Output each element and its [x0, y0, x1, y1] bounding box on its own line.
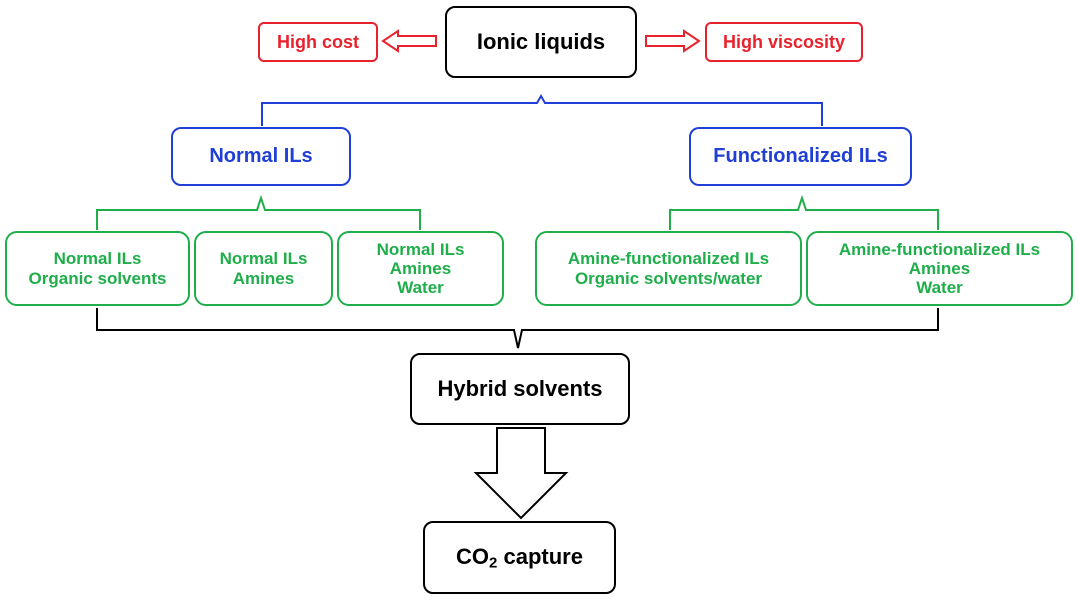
co2-capture-box: CO2 capture	[423, 521, 616, 594]
functionalized-ils-label: Functionalized ILs	[713, 145, 888, 168]
co2-capture-label: CO2 capture	[456, 544, 583, 572]
brace-ionic-to-categories	[261, 93, 823, 126]
mixture-line: Amine-functionalized ILs	[838, 239, 1041, 259]
mixture-line: Organic solvents	[28, 268, 167, 288]
mixture-line: Water	[916, 278, 963, 298]
mixture-line: Amine-functionalized ILs	[567, 249, 770, 269]
mixture-line: Water	[397, 278, 444, 298]
mixture-normal-ils-amines-water: Normal ILs Amines Water	[337, 231, 504, 306]
co2-suffix: capture	[497, 544, 583, 570]
ionic-liquids-label: Ionic liquids	[476, 28, 606, 54]
mixture-normal-ils-organic-solvents: Normal ILs Organic solvents	[5, 231, 190, 306]
brace-mixtures-to-hybrid	[96, 308, 939, 349]
hybrid-solvents-label: Hybrid solvents	[437, 375, 603, 401]
brace-normal-to-mixtures	[96, 194, 421, 230]
mixture-amine-functionalized-organic-water: Amine-functionalized ILs Organic solvent…	[535, 231, 802, 306]
arrow-to-high-viscosity	[645, 29, 701, 53]
brace-functionalized-to-mixtures	[669, 194, 939, 230]
high-viscosity-box: High viscosity	[705, 22, 863, 62]
hybrid-solvents-box: Hybrid solvents	[410, 353, 630, 425]
mixture-line: Normal ILs	[53, 249, 142, 269]
mixture-normal-ils-amines: Normal ILs Amines	[194, 231, 333, 306]
co2-subscript: 2	[489, 554, 498, 572]
high-viscosity-label: High viscosity	[722, 31, 846, 52]
mixture-line: Amines	[232, 268, 295, 288]
mixture-line: Organic solvents/water	[574, 268, 763, 288]
ionic-liquids-box: Ionic liquids	[445, 6, 637, 78]
normal-ils-label: Normal ILs	[209, 145, 313, 168]
mixture-line: Normal ILs	[219, 249, 308, 269]
arrow-to-high-cost	[381, 29, 437, 53]
functionalized-ils-box: Functionalized ILs	[689, 127, 912, 186]
mixture-line: Amines	[389, 258, 452, 278]
mixture-line: Amines	[908, 258, 971, 278]
mixture-amine-functionalized-amines-water: Amine-functionalized ILs Amines Water	[806, 231, 1073, 306]
co2-prefix: CO	[456, 544, 490, 570]
high-cost-label: High cost	[276, 31, 359, 52]
mixture-line: Normal ILs	[376, 239, 465, 259]
high-cost-box: High cost	[258, 22, 378, 62]
arrow-to-co2-capture	[473, 427, 569, 520]
normal-ils-box: Normal ILs	[171, 127, 351, 186]
